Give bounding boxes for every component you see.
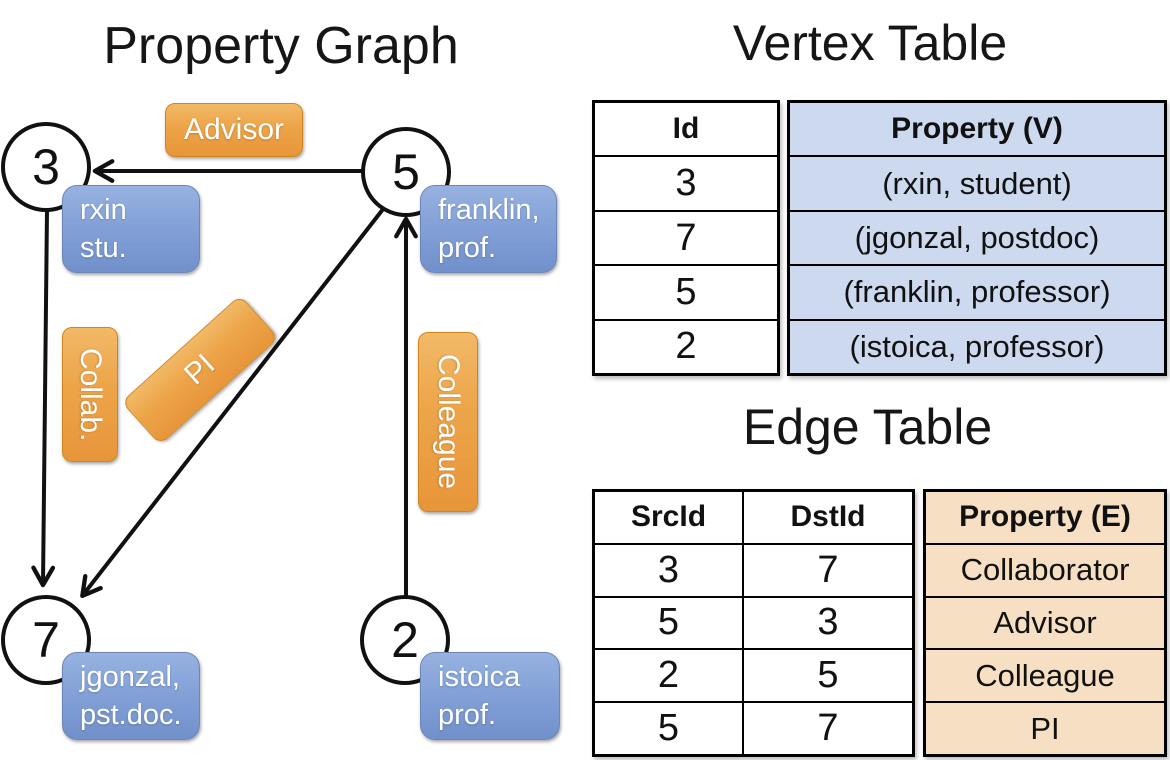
- edge-table-header-row: SrcId DstId: [595, 492, 912, 543]
- vertex-table-title: Vertex Table: [732, 15, 1008, 71]
- edge-label-collab: Collab.: [62, 327, 118, 462]
- edge-table-row: 2 5: [595, 648, 912, 702]
- edge-src-cell: 3: [657, 548, 680, 591]
- vertex-label-istoica: istoica prof.: [420, 652, 560, 740]
- node-5: 5: [361, 127, 451, 217]
- vertex-label-line: jgonzal,: [80, 660, 180, 693]
- vertex-label-jgonzal: jgonzal, pst.doc.: [62, 652, 200, 740]
- edge-dst-cell: 3: [742, 597, 912, 649]
- edge-table-row: 5 7: [595, 701, 912, 754]
- vertex-property-cell: (istoica, professor): [790, 318, 1164, 373]
- vertex-id-cell: 7: [595, 209, 777, 264]
- vertex-label-line: rxin: [80, 193, 127, 226]
- vertex-label-rxin: rxin stu.: [62, 185, 200, 273]
- vertex-id-cell: 3: [595, 155, 777, 209]
- vertex-table-header-id: Id: [672, 112, 700, 146]
- vertex-label-line: istoica: [438, 660, 521, 693]
- edge-property-cell: Advisor: [926, 595, 1164, 649]
- graph-edges-canvas: [31, 159, 418, 599]
- vertex-label-line: prof.: [438, 699, 497, 731]
- edge-label-advisor: Advisor: [165, 103, 303, 157]
- edge-table-row: 5 3: [595, 595, 912, 649]
- edge-table-header-property: Property (E): [959, 500, 1131, 534]
- edge-dst-cell: 5: [742, 650, 912, 702]
- vertex-property-cell: (franklin, professor): [790, 264, 1164, 318]
- vertex-label-line: franklin,: [438, 193, 540, 226]
- vertex-table-property-column: Property (V) (rxin, student) (jgonzal, p…: [787, 100, 1167, 376]
- edge-src-cell: 5: [657, 707, 680, 750]
- edge-table-row: 3 7: [595, 542, 912, 596]
- edge-pi-5-to-7: [80, 202, 389, 599]
- edge-property-cell: Collaborator: [926, 542, 1164, 596]
- edge-collab-3-to-7: [31, 209, 56, 588]
- edge-property-cell: Colleague: [926, 648, 1164, 701]
- vertex-label-line: prof.: [438, 232, 497, 264]
- vertex-label-line: pst.doc.: [80, 699, 182, 731]
- edge-table-header-srcid: SrcId: [630, 500, 707, 534]
- vertex-property-cell: (jgonzal, postdoc): [790, 209, 1164, 264]
- vertex-table-header-property: Property (V): [891, 112, 1063, 146]
- edge-table-property-column: Property (E) Collaborator Advisor Collea…: [923, 489, 1167, 757]
- vertex-id-cell: 5: [595, 264, 777, 318]
- vertex-label-line: stu.: [80, 232, 127, 264]
- vertex-table-id-column: Id 3 7 5 2: [592, 100, 780, 376]
- property-graph-title: Property Graph: [103, 17, 459, 75]
- node-2: 2: [360, 595, 450, 685]
- edge-dst-cell: 7: [742, 703, 912, 754]
- edge-table-header-dstid: DstId: [742, 492, 912, 543]
- edge-label-colleague: Colleague: [418, 332, 478, 512]
- edge-src-cell: 2: [657, 654, 680, 697]
- edge-table-id-columns: SrcId DstId 3 7 5 3 2 5 5 7: [592, 489, 915, 757]
- vertex-property-cell: (rxin, student): [790, 155, 1164, 209]
- edge-property-cell: PI: [926, 701, 1164, 754]
- vertex-label-franklin: franklin, prof.: [420, 185, 557, 273]
- edge-dst-cell: 7: [742, 544, 912, 596]
- edge-table-title: Edge Table: [742, 399, 993, 455]
- vertex-id-cell: 2: [595, 318, 777, 373]
- edge-src-cell: 5: [657, 601, 680, 644]
